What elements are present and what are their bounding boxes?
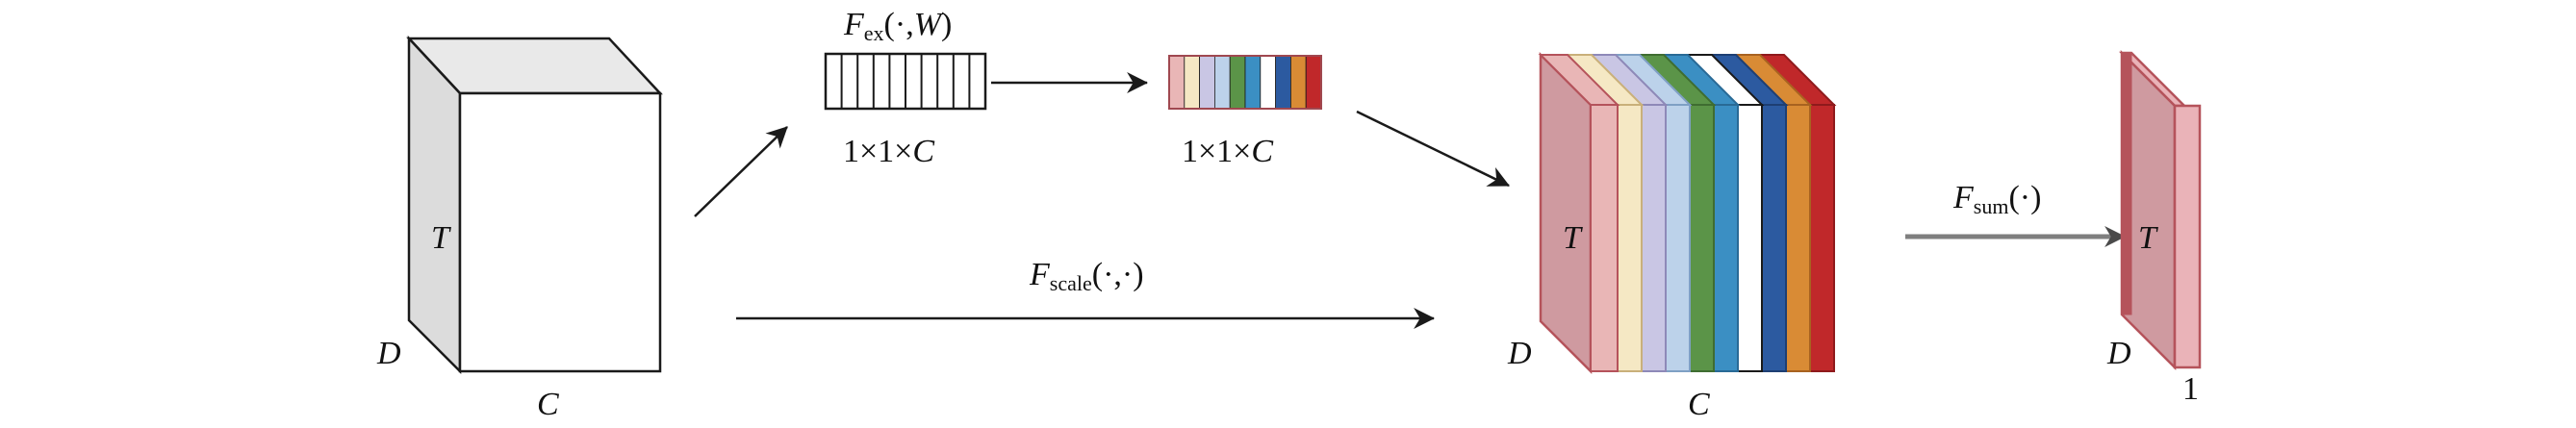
output-d-label: D (2106, 336, 2131, 371)
vec2-channel-cell (1229, 55, 1246, 110)
stack-slab-front (1662, 104, 1691, 372)
vec2-dim-label: 1×1×C (1182, 134, 1273, 169)
stack-side-face (1539, 51, 1593, 375)
output-t-label: T (2138, 220, 2158, 256)
vec2-frame (1168, 55, 1322, 110)
input-cube-front-face (458, 91, 662, 373)
vec2-channel-cell (1275, 55, 1291, 110)
excitation-input-vector (824, 52, 987, 111)
reweight-arrow (1356, 110, 1510, 188)
stack-slab-front (1782, 104, 1811, 372)
vec2-channel-cell (1244, 55, 1262, 110)
channel-weight-vector (1168, 55, 1322, 110)
vec2-channel-cell (1199, 55, 1215, 110)
stack-slab-front (1734, 104, 1763, 372)
fsum-label: Fsum(·) (1952, 180, 2041, 218)
output-slab-edge (2121, 52, 2132, 315)
stack-slab-front (1590, 104, 1619, 372)
vec2-channel-cell (1214, 55, 1231, 110)
squeeze-arrow (694, 126, 788, 217)
fscale-label: Fscale(·,·) (1029, 257, 1144, 295)
vec2-channel-cell (1290, 55, 1307, 110)
fex-label: Fex(·,W) (843, 7, 952, 45)
stack-d-label: D (1507, 336, 1532, 371)
stack-t-label: T (1563, 220, 1583, 256)
input-c-label: C (537, 387, 559, 422)
input-tensor-cube (406, 35, 663, 375)
input-d-label: D (376, 336, 401, 371)
stack-slab-front (1638, 104, 1667, 372)
output-one-label: 1 (2182, 371, 2199, 407)
stack-slab-front (1710, 104, 1739, 372)
vec2-channel-cell (1168, 55, 1186, 110)
scaled-channel-stack (1538, 51, 1837, 375)
output-slab (2118, 49, 2202, 371)
stack-slab-front (1686, 104, 1715, 372)
vec2-channel-cell (1184, 55, 1201, 110)
stack-slab-front (1758, 104, 1787, 372)
stack-slab-front (1614, 104, 1643, 372)
stack-c-label: C (1688, 387, 1710, 422)
vec2-channel-cell (1260, 55, 1277, 110)
output-slab-front (2173, 104, 2202, 369)
stack-slab-front (1806, 104, 1835, 372)
vec2-channel-cell (1305, 55, 1322, 110)
input-t-label: T (431, 220, 451, 256)
vec1-dim-label: 1×1×C (843, 134, 934, 169)
input-cube-side-face (407, 35, 462, 375)
